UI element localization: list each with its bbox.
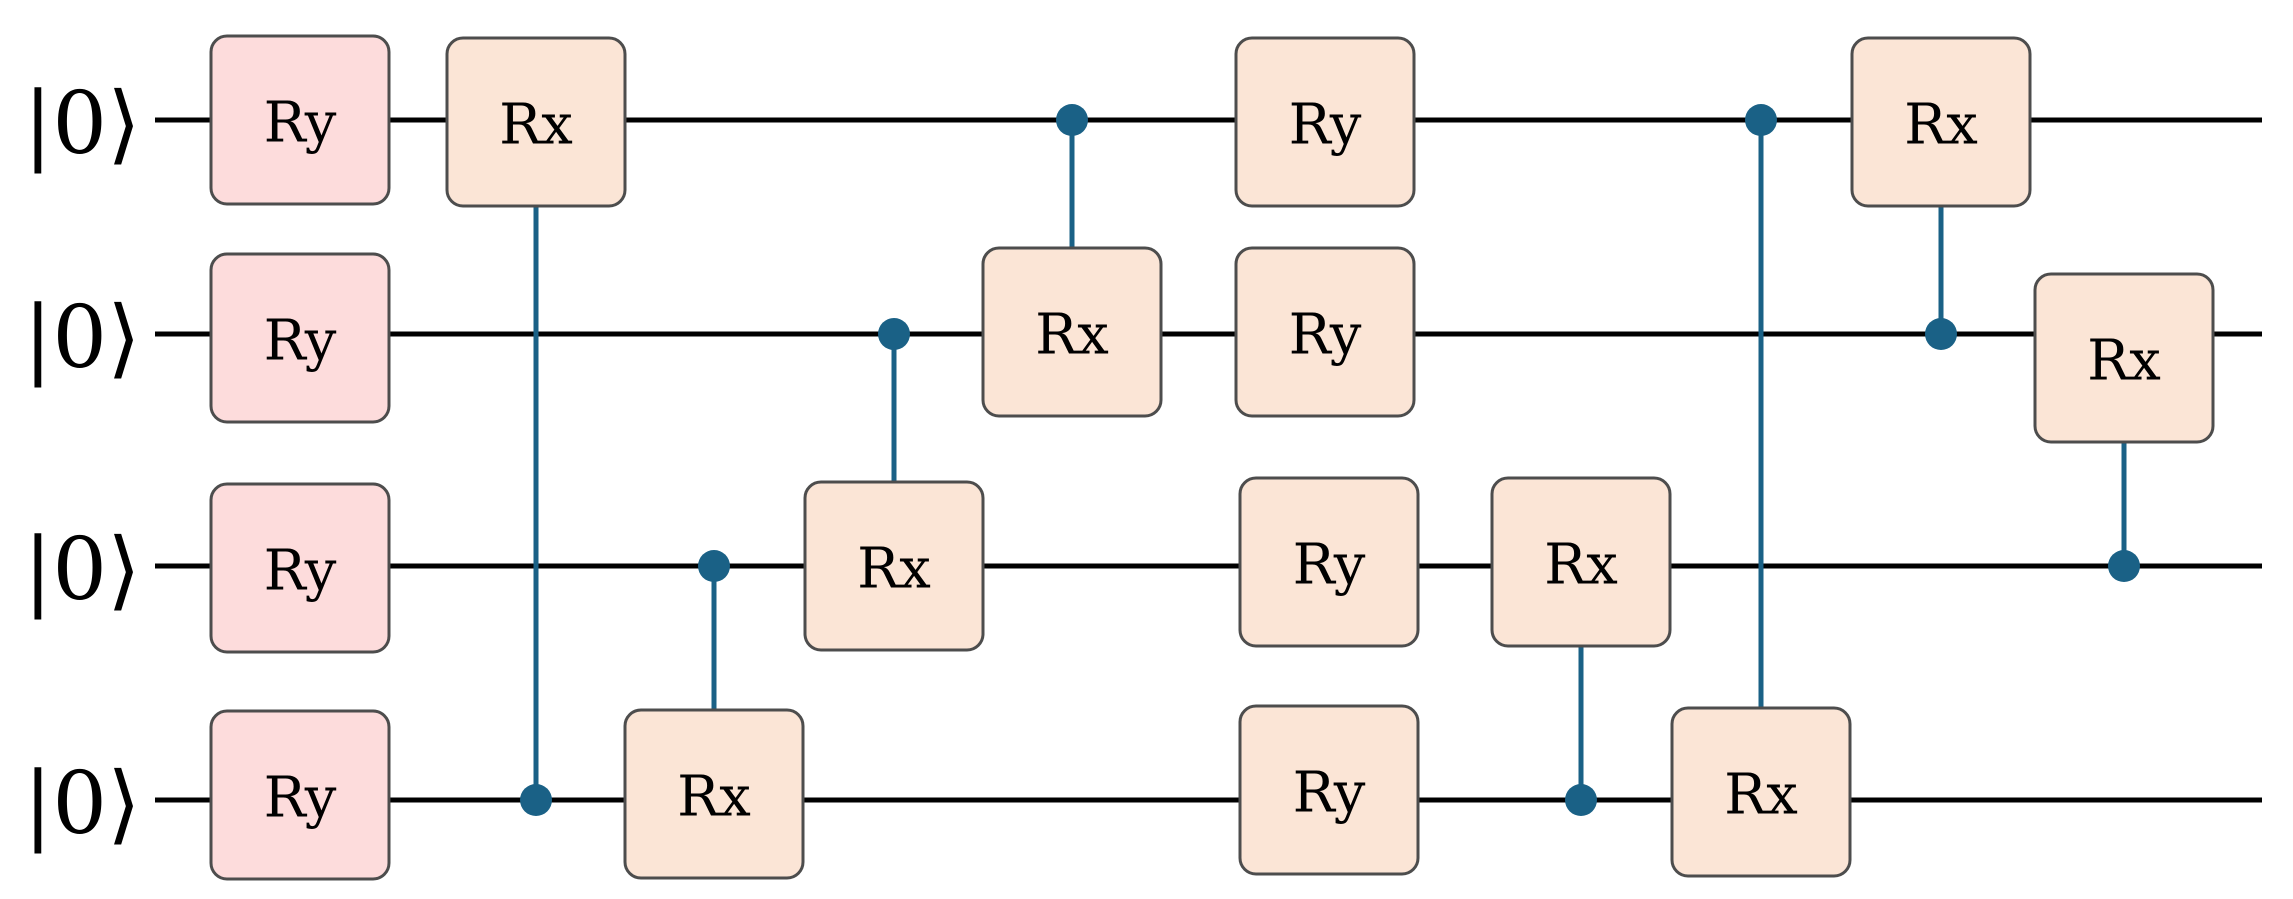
control-dot bbox=[1056, 104, 1088, 136]
gate-ry: Ry bbox=[1234, 246, 1416, 418]
gate-rx: Rx bbox=[1490, 476, 1672, 648]
gate-ry: Ry bbox=[1234, 36, 1416, 208]
control-dot bbox=[1565, 784, 1597, 816]
gate-rx: Rx bbox=[445, 36, 627, 208]
control-dot bbox=[878, 318, 910, 350]
gate-box bbox=[1850, 36, 2032, 208]
gate-box bbox=[1670, 706, 1852, 878]
gate-label: Ry bbox=[1293, 761, 1366, 826]
gate-box bbox=[803, 480, 985, 652]
gate-rx: Rx bbox=[1670, 706, 1852, 878]
gate-label: Ry bbox=[1289, 93, 1362, 158]
gate-rx: Rx bbox=[623, 708, 805, 880]
gate-label: Rx bbox=[1035, 303, 1109, 368]
gate-ry: Ry bbox=[1238, 476, 1420, 648]
gate-label: Rx bbox=[677, 765, 751, 830]
gate-box bbox=[209, 709, 391, 881]
gate-ry: Ry bbox=[209, 252, 391, 424]
control-dot bbox=[698, 550, 730, 582]
gate-label: Rx bbox=[857, 537, 931, 602]
gate-box bbox=[209, 482, 391, 654]
gate-box bbox=[209, 34, 391, 206]
gate-label: Ry bbox=[1293, 533, 1366, 598]
gate-rx: Rx bbox=[803, 480, 985, 652]
gate-box bbox=[981, 246, 1163, 418]
gate-label: Ry bbox=[264, 539, 337, 604]
gate-rx: Rx bbox=[981, 246, 1163, 418]
control-dot bbox=[2108, 550, 2140, 582]
gate-label: Rx bbox=[2087, 329, 2161, 394]
gate-label: Ry bbox=[1289, 303, 1362, 368]
gate-label: Rx bbox=[499, 93, 573, 158]
gate-rx: Rx bbox=[1850, 36, 2032, 208]
gate-box bbox=[1234, 246, 1416, 418]
gate-rx: Rx bbox=[2033, 272, 2215, 444]
gate-box bbox=[623, 708, 805, 880]
gate-ry: Ry bbox=[1238, 704, 1420, 876]
gate-ry: Ry bbox=[209, 709, 391, 881]
qubit-label: |0⟩ bbox=[23, 520, 140, 620]
gate-box bbox=[1238, 476, 1420, 648]
gate-box bbox=[1238, 704, 1420, 876]
gate-ry: Ry bbox=[209, 34, 391, 206]
gate-label: Rx bbox=[1544, 533, 1618, 598]
gate-box bbox=[209, 252, 391, 424]
gate-label: Ry bbox=[264, 309, 337, 374]
gate-ry: Ry bbox=[209, 482, 391, 654]
gate-box bbox=[1490, 476, 1672, 648]
gate-box bbox=[1234, 36, 1416, 208]
gate-box bbox=[2033, 272, 2215, 444]
control-dot bbox=[1745, 104, 1777, 136]
gate-label: Ry bbox=[264, 766, 337, 831]
gate-box bbox=[445, 36, 627, 208]
gate-label: Ry bbox=[264, 91, 337, 156]
control-dot bbox=[520, 784, 552, 816]
qubit-label: |0⟩ bbox=[23, 754, 140, 854]
gate-label: Rx bbox=[1724, 763, 1798, 828]
qubit-label: |0⟩ bbox=[23, 288, 140, 388]
qubit-label: |0⟩ bbox=[23, 74, 140, 174]
gate-label: Rx bbox=[1904, 93, 1978, 158]
control-dot bbox=[1925, 318, 1957, 350]
